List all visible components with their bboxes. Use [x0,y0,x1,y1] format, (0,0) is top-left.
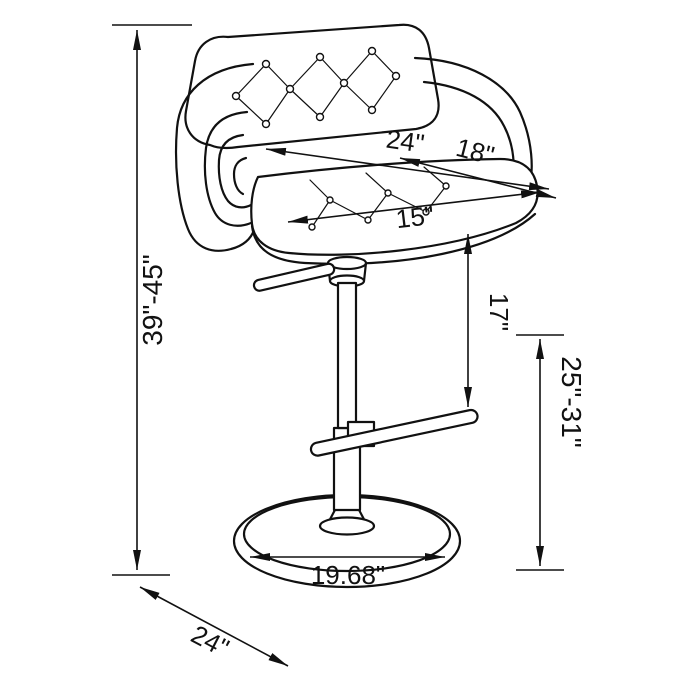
tufting-button [261,59,271,69]
seat-height-label: 25"-31" [556,356,587,448]
base-diameter-label: 19.68" [311,560,385,590]
stool-base [232,493,462,589]
backrest-outline [184,23,440,150]
back-width-label: 24" [384,124,426,159]
tufting-button [261,119,271,129]
tufting-button [367,105,377,115]
dimension-seat-height: 25"-31" [516,334,587,571]
dimension-overall-height: 39"-45" [112,24,192,576]
tufting-button [367,46,377,56]
tufting-button [231,91,241,101]
footrest-bar [309,408,479,457]
backrest-tufting [231,46,401,129]
stool-left-armrest [174,62,256,252]
base-hub [318,516,376,536]
tufting-button [391,71,401,81]
tufting-button [315,112,325,122]
stool-drawing [174,23,539,589]
tufting-button [339,78,349,88]
dimension-seat-width: 15" [287,190,542,234]
column-upper-tube [336,281,358,430]
overall-depth-label: 24" [186,619,234,663]
overall-height-label: 39"-45" [137,254,168,346]
dimension-base-diameter: 19.68" [250,553,445,590]
seat-to-footrest-label: 17" [484,293,514,331]
dimension-seat-to-footrest: 17" [464,234,514,407]
tufting-button [285,84,295,94]
dimension-back-width: 24" [265,124,550,191]
seat-width-label: 15" [394,200,435,234]
stool-backrest [184,23,440,150]
stool-gas-lift-column [332,281,362,512]
stool-footrest [309,408,479,457]
tufting-button [315,52,325,62]
dimension-overall-depth: 24" [139,586,289,667]
adjustment-lever [252,262,336,292]
